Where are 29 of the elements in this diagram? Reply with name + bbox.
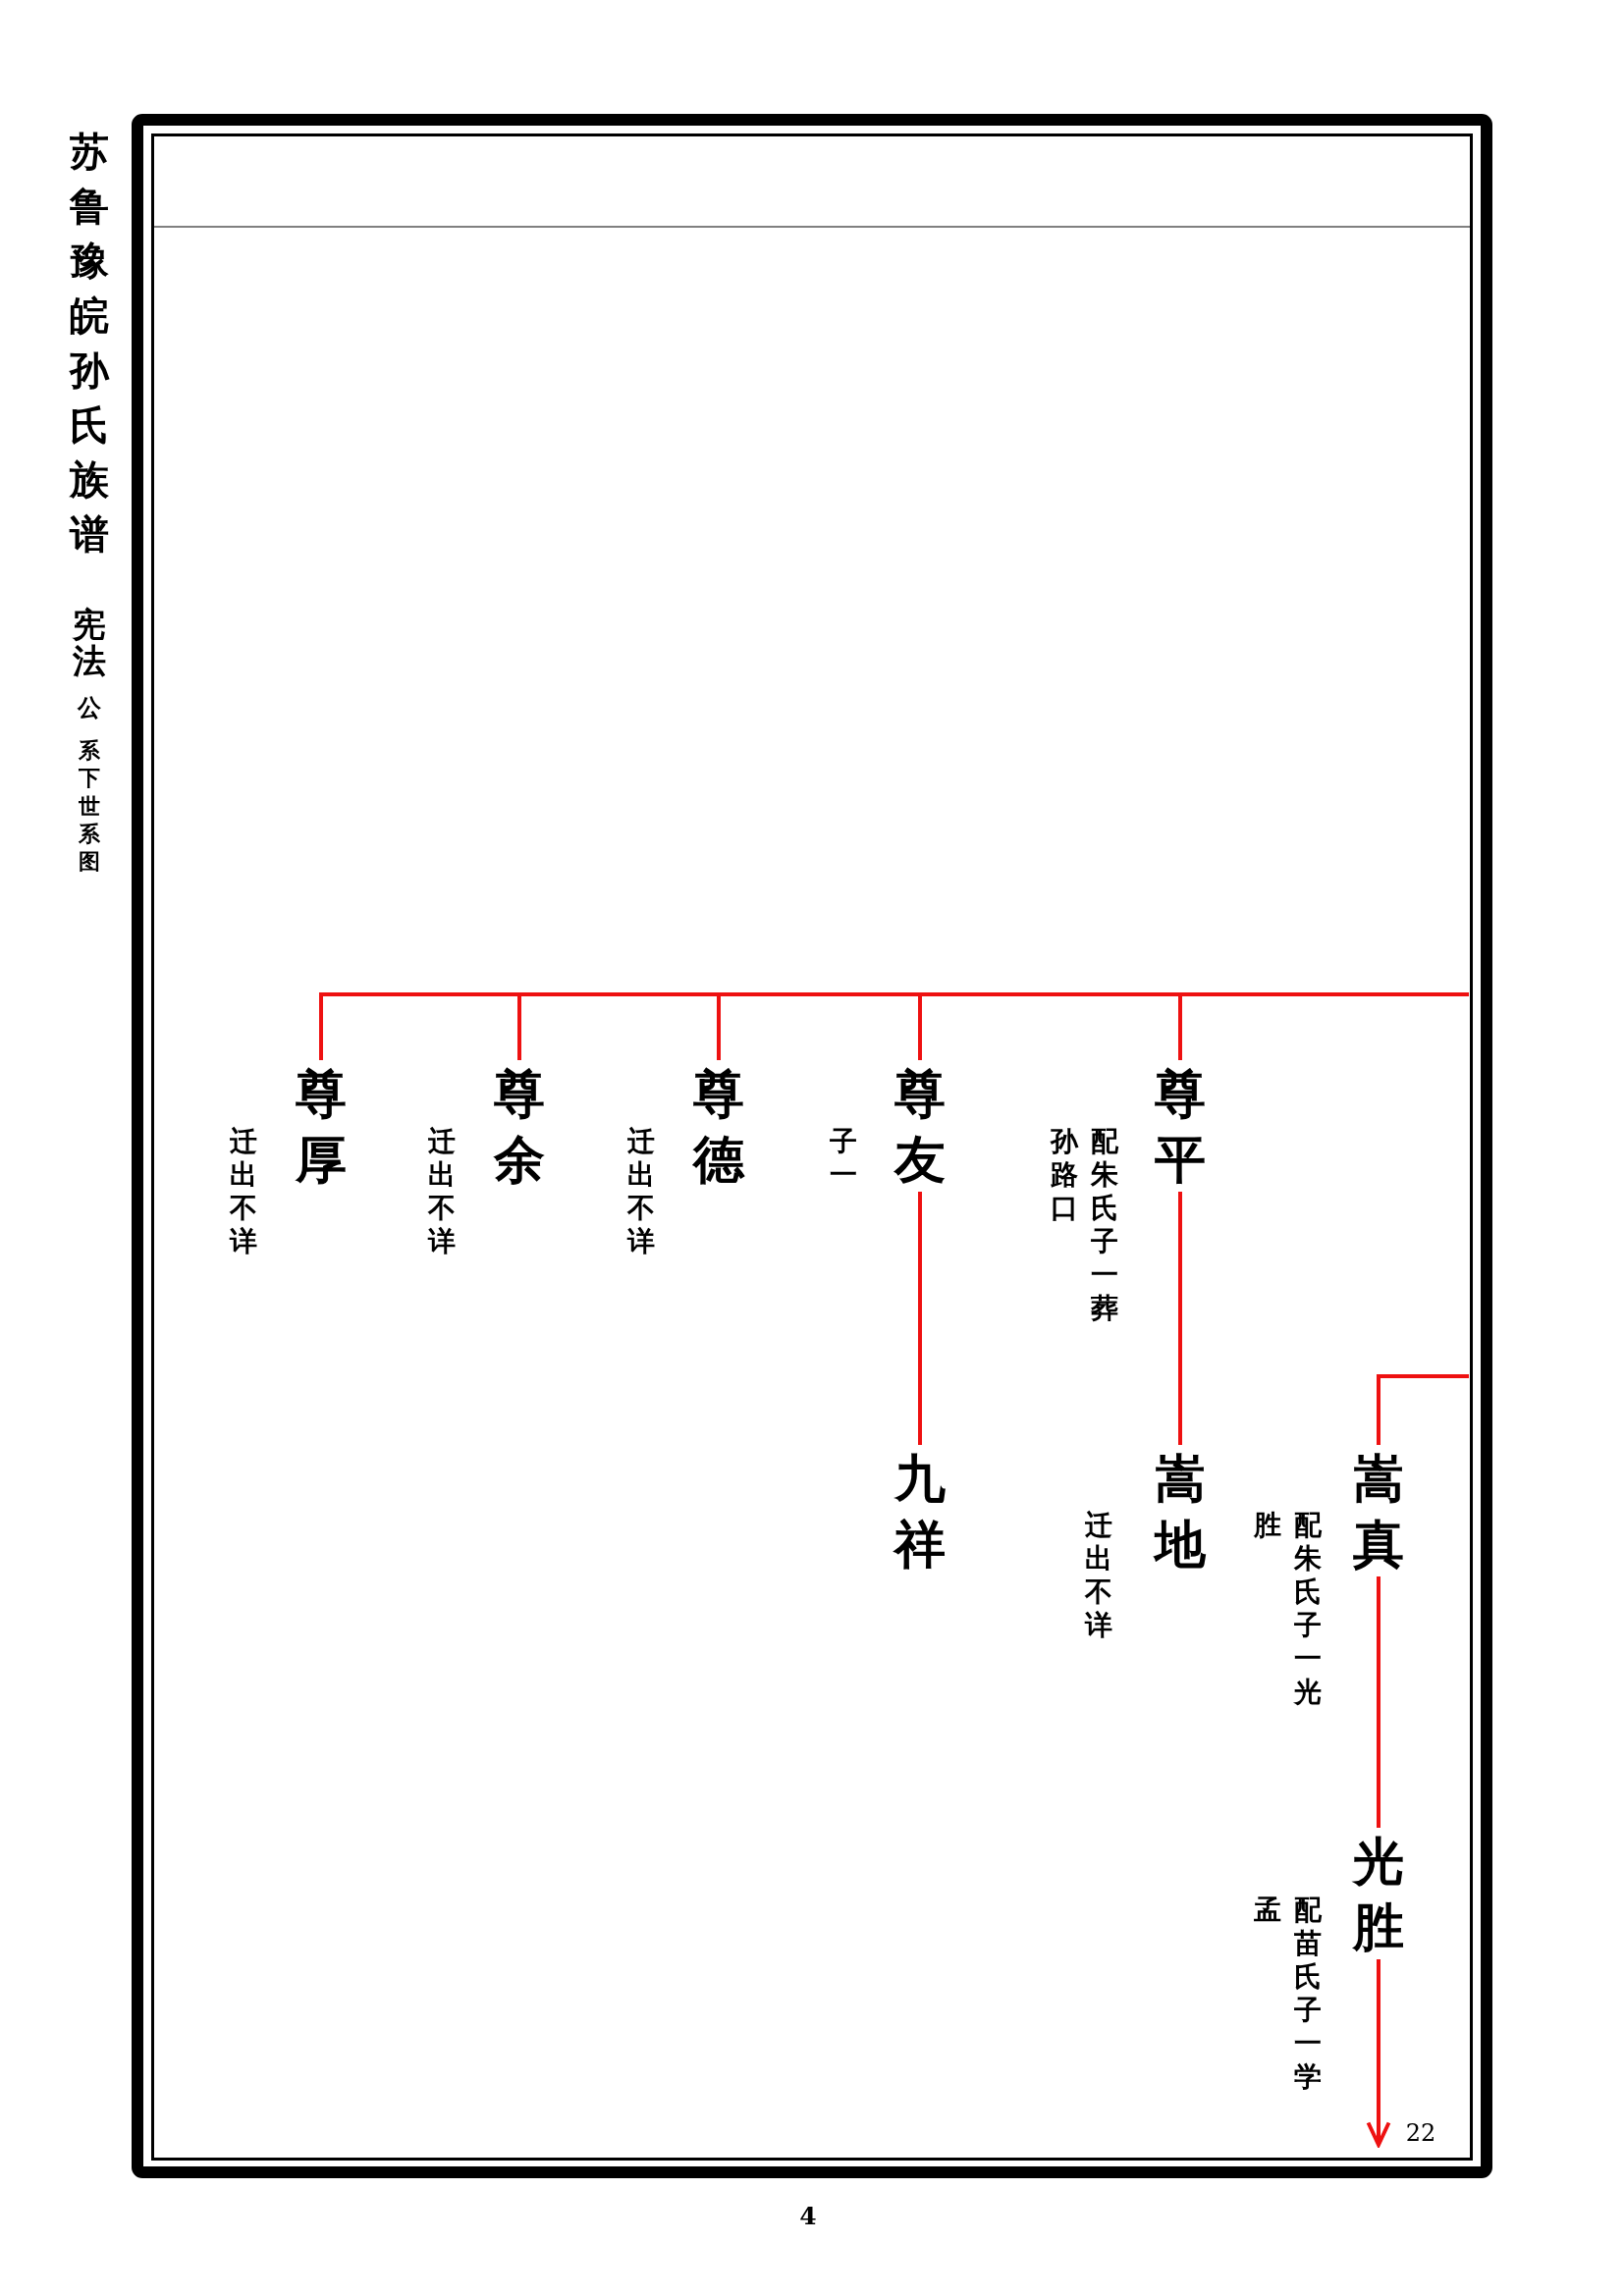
note-text: 配朱氏子一葬孙路口 (1050, 1125, 1119, 1325)
honorific-text: 公 (78, 694, 101, 721)
person-name: 光胜 (1353, 1828, 1404, 1959)
person-name: 尊友 (894, 1060, 946, 1192)
connector-line (1377, 1374, 1469, 1445)
note-text: 迁出不详 (626, 1125, 656, 1258)
person-name: 嵩地 (1155, 1445, 1206, 1576)
person-name: 尊德 (693, 1060, 744, 1192)
subtitle-text: 宪法 (73, 607, 106, 679)
note-text: 配朱氏子一光胜 (1253, 1509, 1323, 1709)
person-name: 尊余 (494, 1060, 545, 1192)
connector-line (918, 1192, 922, 1445)
person-name: 尊厚 (296, 1060, 347, 1192)
note-text: 迁出不详 (1084, 1509, 1113, 1642)
arrow (1366, 1959, 1391, 2147)
page-reference: 22 (1405, 2121, 1436, 2145)
subtitle-text: 系下世系图 (79, 736, 100, 876)
person-name: 尊平 (1155, 1060, 1206, 1192)
page-number: 4 (799, 2203, 817, 2228)
note-text: 子一 (829, 1125, 858, 1192)
connector-line (1377, 1576, 1380, 1828)
title-text: 苏鲁豫皖孙氏族谱 (70, 127, 109, 559)
connector-line (1178, 992, 1469, 1060)
connector-line (1178, 1192, 1182, 1445)
person-name: 嵩真 (1353, 1445, 1404, 1576)
person-name: 九祥 (894, 1445, 946, 1576)
note-text: 迁出不详 (229, 1125, 258, 1258)
note-text: 迁出不详 (427, 1125, 457, 1258)
note-text: 配苗氏子一学孟 (1253, 1894, 1323, 2094)
